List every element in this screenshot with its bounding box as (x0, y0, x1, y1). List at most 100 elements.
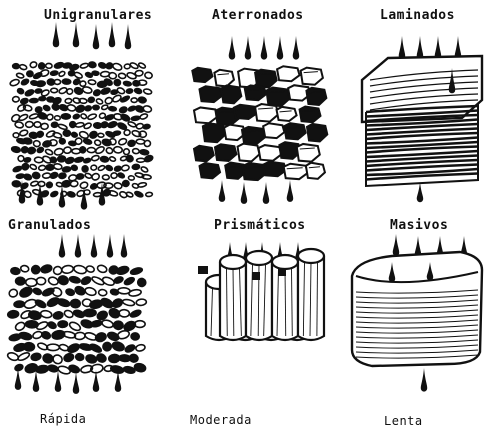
grain (131, 116, 140, 121)
massive-block (352, 252, 482, 366)
water-drop-icon (53, 22, 59, 47)
grain (14, 301, 25, 308)
water-drop-icon (421, 368, 427, 392)
grain (46, 182, 53, 189)
grain (131, 333, 140, 341)
grain (97, 264, 108, 273)
water-drop-icon (417, 182, 423, 202)
grain (62, 79, 71, 84)
grain (36, 81, 46, 87)
grain (89, 343, 103, 354)
grain (53, 266, 63, 275)
grain (82, 165, 89, 172)
water-drop-icon (245, 36, 251, 60)
grain (16, 73, 24, 79)
grain (34, 299, 47, 309)
grain (111, 341, 125, 353)
grain (61, 265, 74, 274)
grain (86, 265, 95, 273)
grain (50, 71, 58, 76)
prism-top (220, 255, 246, 269)
grain (70, 299, 80, 308)
prism-top (298, 249, 324, 263)
grain (40, 264, 53, 274)
water-drop-icon (287, 180, 293, 202)
grain (92, 71, 99, 76)
grain (62, 166, 71, 172)
water-drop-icon (229, 36, 235, 60)
soil-clod (194, 107, 217, 123)
grain (47, 344, 60, 351)
grain (134, 190, 144, 198)
water-drop-icon (91, 234, 97, 258)
grain (47, 276, 59, 286)
grain (58, 321, 68, 328)
grain (116, 265, 130, 275)
prismaticos-block (198, 242, 324, 340)
water-drop-icon (125, 24, 131, 49)
grain (126, 88, 133, 93)
soil-clod (192, 68, 212, 82)
grain (30, 352, 41, 361)
grain (84, 286, 97, 296)
grain (79, 146, 87, 154)
grain (63, 352, 75, 362)
grain (111, 297, 123, 308)
grain (94, 332, 107, 343)
grain (68, 321, 81, 332)
grain (101, 319, 114, 329)
grain (73, 264, 87, 275)
soil-clod (301, 68, 323, 85)
water-drop-icon (121, 234, 127, 258)
grain (76, 173, 84, 179)
grain (101, 276, 115, 287)
grain (53, 311, 64, 320)
grain (47, 364, 58, 373)
soil-clod (221, 85, 241, 103)
soil-clod (266, 88, 289, 107)
soil-clod (300, 106, 321, 122)
grain (30, 98, 39, 102)
water-drop-icon (59, 234, 65, 258)
grain (26, 70, 33, 77)
grain (135, 344, 145, 352)
grain (113, 131, 121, 136)
grain (130, 267, 143, 276)
grain (109, 106, 117, 111)
water-drop-icon (73, 372, 79, 394)
water-drop-icon (417, 36, 423, 60)
grain (52, 353, 64, 365)
grain (93, 105, 99, 110)
water-drop-icon (109, 22, 115, 47)
grain (113, 276, 124, 284)
grain (88, 97, 95, 104)
soil-clod (242, 127, 265, 144)
grain (27, 147, 36, 155)
grain (17, 351, 31, 362)
soil-clod (263, 162, 286, 177)
grain (95, 353, 107, 364)
grain (63, 130, 71, 137)
grain (113, 321, 123, 330)
prism-gap (278, 268, 286, 276)
grain (123, 276, 135, 286)
grain (69, 276, 81, 284)
grain (59, 138, 66, 145)
grain (114, 79, 121, 86)
grain (88, 62, 96, 69)
grain (63, 309, 74, 319)
grain (51, 122, 58, 128)
grain (129, 309, 141, 318)
grain (32, 287, 42, 295)
soil-clod (263, 123, 284, 138)
grain (65, 288, 75, 296)
grain (90, 320, 102, 328)
grain (47, 321, 57, 330)
aterronados-block (192, 36, 327, 204)
grain (119, 309, 130, 317)
grain (67, 342, 81, 353)
grain (12, 180, 21, 187)
soil-clod (238, 144, 260, 162)
grain (136, 299, 147, 306)
grain (127, 140, 135, 147)
